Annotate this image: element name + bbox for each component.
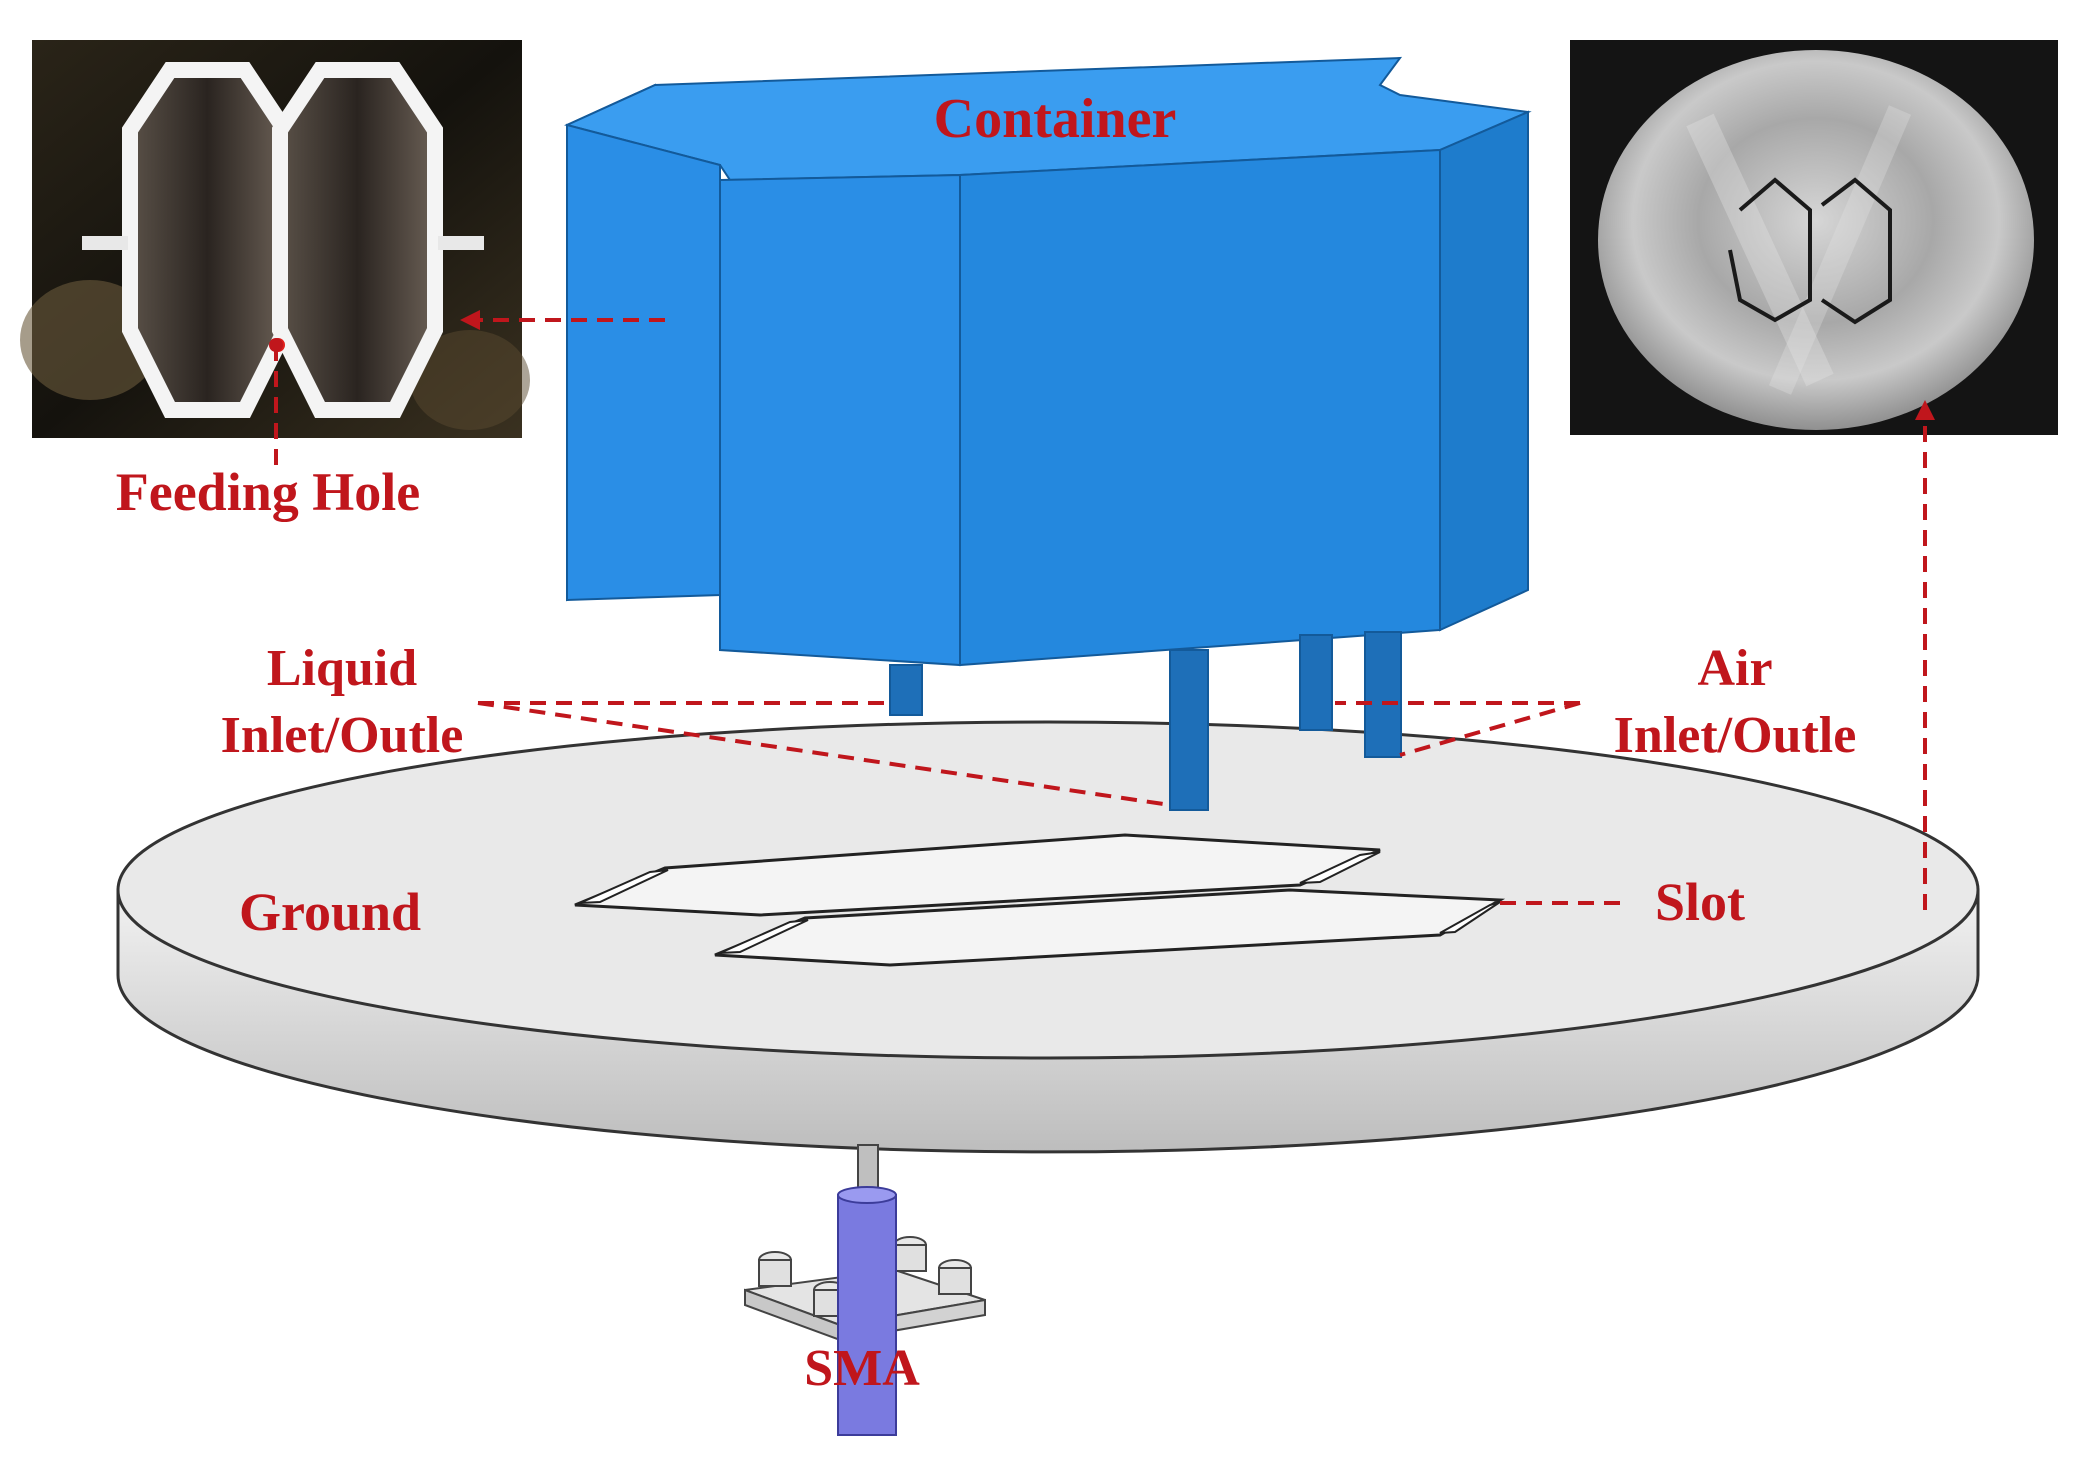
air-label-line2: Inlet/Outle	[1614, 707, 1857, 764]
sma-connector	[744, 1144, 986, 1436]
ground-slot	[574, 833, 1506, 967]
liquid-label-line2: Inlet/Outle	[221, 707, 464, 764]
container-label: Container	[934, 88, 1177, 150]
sma-label: SMA	[804, 1340, 920, 1397]
leader-lines	[274, 318, 1927, 910]
feeding-hole-label: Feeding Hole	[116, 462, 420, 522]
slot-label: Slot	[1655, 872, 1745, 932]
feeding-hole-photo	[20, 40, 530, 438]
container-block	[564, 56, 1532, 811]
air-label-line1: Air	[1697, 640, 1772, 697]
liquid-label-line1: Liquid	[267, 640, 417, 697]
ground-label: Ground	[239, 882, 421, 942]
slot-photo	[1570, 40, 2058, 435]
